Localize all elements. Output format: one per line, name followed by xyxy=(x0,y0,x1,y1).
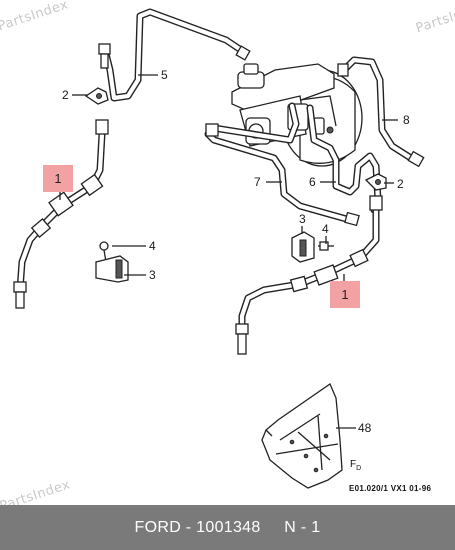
bracket-left xyxy=(95,255,129,283)
callout-pipe-7[interactable]: 7 xyxy=(254,175,261,189)
drawing-mark-main: F xyxy=(350,459,357,470)
callout-heat-shield[interactable]: 48 xyxy=(358,421,372,435)
brake-lines-diagram xyxy=(13,8,425,489)
drawing-mark-sub: D xyxy=(356,465,362,472)
callout-bracket-left[interactable]: 3 xyxy=(149,268,156,282)
clip-right xyxy=(364,173,387,191)
callout-hose-left[interactable]: 1 xyxy=(43,165,73,192)
callout-pipe-6[interactable]: 6 xyxy=(309,175,316,189)
brake-pipe-5 xyxy=(98,8,251,102)
drawing-code: E01.020/1 VX1 01-96 xyxy=(349,484,432,493)
brake-hose-right xyxy=(235,195,383,355)
brake-pipe-6 xyxy=(306,104,382,214)
callout-bolt-right[interactable]: 4 xyxy=(322,222,329,236)
bracket-right xyxy=(291,231,315,263)
callout-pipe-8[interactable]: 8 xyxy=(403,113,410,127)
brake-pipe-8 xyxy=(337,56,425,168)
heat-shield xyxy=(261,383,343,489)
callout-clip-right[interactable]: 2 xyxy=(397,177,404,191)
callout-hose-right[interactable]: 1 xyxy=(330,281,360,308)
brake-pipe-7 xyxy=(204,102,360,227)
part-footer-bar: FORD - 1001348 N - 1 xyxy=(0,505,455,550)
drawing-mark: FD xyxy=(350,459,361,472)
clip-left xyxy=(84,87,109,105)
callout-clip-left[interactable]: 2 xyxy=(62,88,69,102)
callout-bracket-right[interactable]: 3 xyxy=(299,212,306,226)
brake-hose-left xyxy=(13,119,109,309)
part-number-text: FORD - 1001348 N - 1 xyxy=(134,518,321,536)
callout-pipe-5[interactable]: 5 xyxy=(161,68,168,82)
callout-bolt-left[interactable]: 4 xyxy=(149,239,156,253)
leader-lines xyxy=(59,74,398,429)
bolt-right xyxy=(318,241,334,251)
